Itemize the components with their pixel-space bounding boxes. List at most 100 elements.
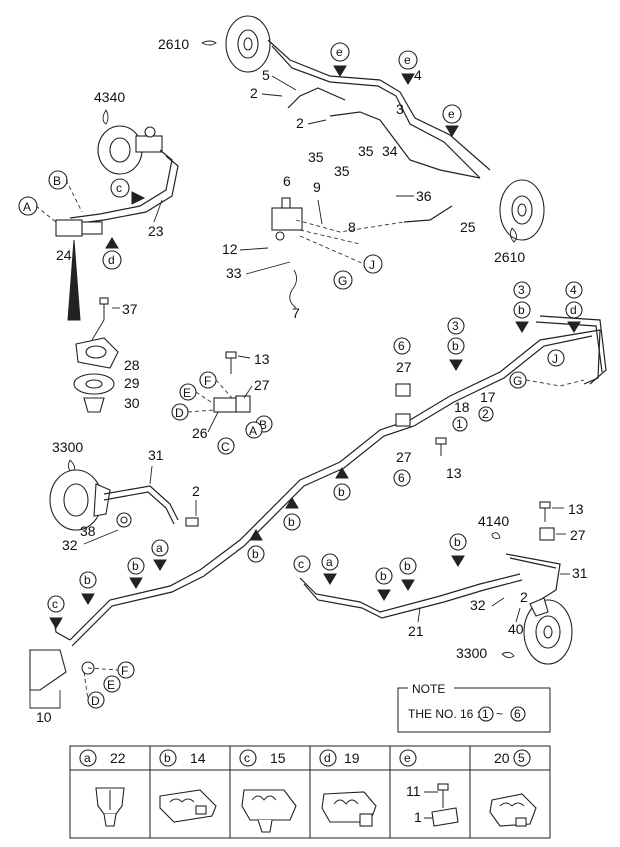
bolt-37 (99, 297, 109, 320)
svg-text:3: 3 (396, 101, 404, 117)
svg-text:A: A (249, 424, 257, 438)
svg-text:1: 1 (414, 809, 422, 825)
legend-header-c: c 15 (239, 749, 286, 767)
junction-block-24 (55, 219, 103, 237)
svg-text:27: 27 (396, 359, 412, 375)
svg-text:33: 33 (226, 265, 242, 281)
svg-text:b: b (84, 573, 91, 587)
insulator-28 (75, 337, 119, 369)
svg-text:4: 4 (570, 283, 577, 297)
svg-text:9: 9 (313, 179, 321, 195)
svg-text:13: 13 (254, 351, 270, 367)
svg-text:17: 17 (480, 389, 496, 405)
master-cylinder-group: 4340 B A c 24 23 d (18, 89, 179, 413)
svg-text:B: B (53, 174, 61, 188)
svg-text:a: a (156, 541, 163, 555)
svg-text:27: 27 (570, 527, 586, 543)
svg-text:C: C (221, 440, 230, 454)
svg-text:2: 2 (520, 589, 528, 605)
svg-text:5: 5 (262, 67, 270, 83)
svg-text:14: 14 (190, 750, 206, 766)
brake-disc-2610-right (499, 179, 545, 241)
insulator-29 (73, 373, 115, 395)
bolt-13-right (539, 501, 551, 522)
svg-text:35: 35 (334, 163, 350, 179)
svg-text:d: d (570, 303, 577, 317)
svg-text:G: G (513, 374, 522, 388)
svg-text:2: 2 (296, 115, 304, 131)
svg-text:F: F (121, 664, 128, 678)
svg-text:THE NO. 16 :: THE NO. 16 : (408, 707, 480, 721)
label-2610-bottom: 2610 (494, 249, 525, 265)
svg-text:26: 26 (192, 425, 208, 441)
caliper-3300-right (523, 597, 573, 665)
svg-text:6: 6 (283, 173, 291, 189)
svg-text:E: E (107, 678, 115, 692)
connector-26 (213, 395, 251, 413)
clip-14-icon (159, 789, 217, 823)
svg-text:7: 7 (292, 305, 300, 321)
svg-text:J: J (369, 258, 375, 272)
svg-text:b: b (252, 547, 259, 561)
svg-text:A: A (23, 200, 31, 214)
svg-text:2: 2 (250, 85, 258, 101)
svg-text:4140: 4140 (478, 513, 509, 529)
svg-text:3: 3 (518, 283, 525, 297)
letter-J-marker (363, 254, 383, 274)
svg-text:d: d (324, 751, 331, 765)
bolt-13-upper (225, 351, 237, 374)
connector-27b (395, 413, 411, 427)
svg-text:19: 19 (344, 750, 360, 766)
svg-text:25: 25 (460, 219, 476, 235)
svg-text:F: F (204, 374, 211, 388)
clip-22-icon (95, 787, 125, 827)
svg-text:23: 23 (148, 223, 164, 239)
callout-tag (201, 40, 217, 46)
svg-text:15: 15 (270, 750, 286, 766)
svg-text:32: 32 (470, 597, 486, 613)
svg-text:22: 22 (110, 750, 126, 766)
right-rear-group: c a b b b 21 4140 31 13 27 32 2 40 (293, 501, 588, 665)
svg-text:b: b (380, 569, 387, 583)
svg-text:5: 5 (518, 751, 525, 765)
svg-text:12: 12 (222, 241, 238, 257)
clip-c-marker (110, 178, 130, 198)
svg-text:B: B (259, 418, 267, 432)
svg-text:a: a (326, 555, 333, 569)
svg-text:E: E (183, 386, 191, 400)
svg-text:29: 29 (124, 375, 140, 391)
svg-text:18: 18 (454, 399, 470, 415)
svg-text:3300: 3300 (52, 439, 83, 455)
svg-text:b: b (404, 559, 411, 573)
connector-block-group: 13 F E D 27 B A C 26 (171, 351, 273, 455)
svg-text:2: 2 (482, 407, 489, 421)
svg-text:11: 11 (406, 783, 421, 799)
proportioning-valve-6 (271, 197, 303, 241)
brake-pipe-4 (267, 39, 491, 171)
svg-text:c: c (116, 181, 122, 195)
svg-text:31: 31 (148, 447, 164, 463)
legend-header-e: e (399, 749, 417, 767)
svg-text:6: 6 (398, 471, 405, 485)
svg-text:10: 10 (36, 709, 52, 725)
letter-E-marker-2 (103, 675, 121, 693)
clip-15-icon (241, 789, 297, 833)
svg-text:20: 20 (494, 750, 510, 766)
bracket-10 (29, 649, 67, 691)
svg-text:32: 32 (62, 537, 78, 553)
brake-pipe-5 (287, 87, 346, 109)
svg-text:6: 6 (398, 339, 405, 353)
letter-G-marker (333, 270, 353, 290)
master-cylinder-4340 (97, 125, 163, 175)
svg-text:3: 3 (452, 319, 459, 333)
svg-text:e: e (404, 751, 411, 765)
svg-text:a: a (84, 751, 91, 765)
svg-text:38: 38 (80, 523, 96, 539)
svg-text:e: e (448, 107, 455, 121)
svg-text:30: 30 (124, 395, 140, 411)
svg-text:35: 35 (358, 143, 374, 159)
svg-text:b: b (454, 535, 461, 549)
svg-text:d: d (108, 253, 115, 267)
connector-27a (395, 383, 411, 397)
